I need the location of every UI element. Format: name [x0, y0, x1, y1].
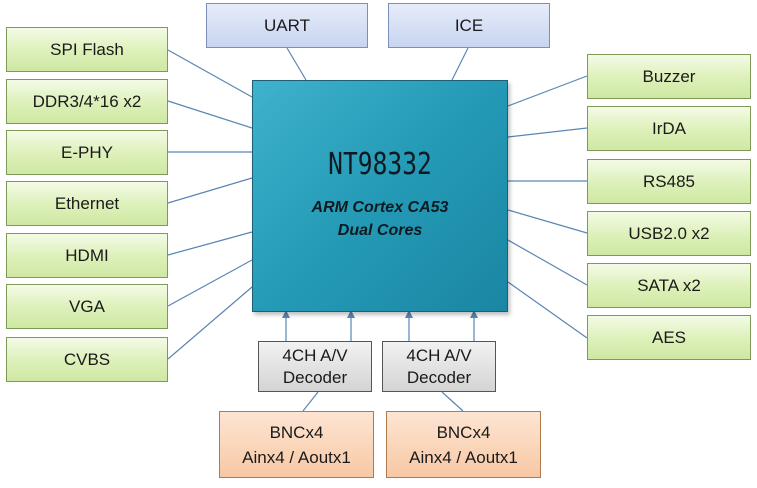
usb-label: USB2.0 x2 — [628, 223, 710, 243]
vga-label: VGA — [69, 296, 105, 316]
ddr-box: DDR3/4*16 x2 — [6, 79, 168, 124]
link-irda — [507, 127, 588, 138]
link-vga — [167, 259, 253, 307]
ethernet-box: Ethernet — [6, 181, 168, 226]
spi-flash-box: SPI Flash — [6, 27, 168, 72]
buzzer-box: Buzzer — [587, 54, 751, 99]
link-hdmi — [167, 231, 253, 256]
chip-cores-label: Dual Cores — [337, 222, 423, 239]
input-box-1: BNCx4 Ainx4 / Aoutx1 — [219, 411, 374, 478]
link-ice — [451, 47, 469, 81]
link-spi-flash — [167, 49, 253, 98]
spi-flash-label: SPI Flash — [50, 39, 124, 59]
link-input-2 — [441, 391, 464, 412]
usb-box: USB2.0 x2 — [587, 211, 751, 256]
input-2-line2: Ainx4 / Aoutx1 — [409, 447, 518, 467]
sata-box: SATA x2 — [587, 263, 751, 308]
aes-box: AES — [587, 315, 751, 360]
ephy-box: E-PHY — [6, 130, 168, 175]
link-ddr — [167, 100, 253, 129]
rs485-box: RS485 — [587, 159, 751, 204]
decoder-box-1: 4CH A/V Decoder — [258, 341, 372, 392]
link-usb — [507, 209, 588, 234]
irda-label: IrDA — [652, 118, 686, 138]
ice-box: ICE — [388, 3, 550, 48]
link-buzzer — [507, 75, 588, 107]
irda-box: IrDA — [587, 106, 751, 151]
buzzer-label: Buzzer — [642, 66, 696, 86]
link-uart — [286, 47, 307, 81]
decoder-2-line2: Decoder — [406, 367, 472, 387]
decoder-1-line1: 4CH A/V — [282, 345, 348, 365]
link-input-1 — [302, 391, 319, 412]
link-sata — [507, 239, 588, 286]
chip-core-label: ARM Cortex CA53 — [311, 199, 449, 216]
ethernet-label: Ethernet — [54, 193, 120, 213]
aes-label: AES — [651, 327, 687, 347]
ephy-label: E-PHY — [61, 142, 113, 162]
input-box-2: BNCx4 Ainx4 / Aoutx1 — [386, 411, 541, 478]
sata-label: SATA x2 — [637, 275, 701, 295]
hdmi-box: HDMI — [6, 233, 168, 278]
hdmi-label: HDMI — [65, 245, 109, 265]
rs485-label: RS485 — [643, 171, 695, 191]
soc-chip: NT98332 ARM Cortex CA53 Dual Cores — [252, 80, 508, 312]
input-2-line1: BNCx4 — [436, 422, 491, 442]
ddr-label: DDR3/4*16 x2 — [32, 91, 142, 111]
chip-name: NT98332 — [328, 147, 432, 182]
vga-box: VGA — [6, 284, 168, 329]
input-1-line2: Ainx4 / Aoutx1 — [242, 447, 351, 467]
uart-label: UART — [264, 15, 310, 35]
ice-label: ICE — [454, 15, 484, 35]
uart-box: UART — [206, 3, 368, 48]
decoder-1-line2: Decoder — [282, 367, 348, 387]
link-ethernet — [167, 177, 253, 204]
decoder-box-2: 4CH A/V Decoder — [382, 341, 496, 392]
cvbs-label: CVBS — [63, 349, 111, 369]
input-1-line1: BNCx4 — [269, 422, 324, 442]
decoder-2-line1: 4CH A/V — [406, 345, 472, 365]
link-cvbs — [167, 286, 253, 360]
cvbs-box: CVBS — [6, 337, 168, 382]
link-aes — [507, 281, 588, 339]
